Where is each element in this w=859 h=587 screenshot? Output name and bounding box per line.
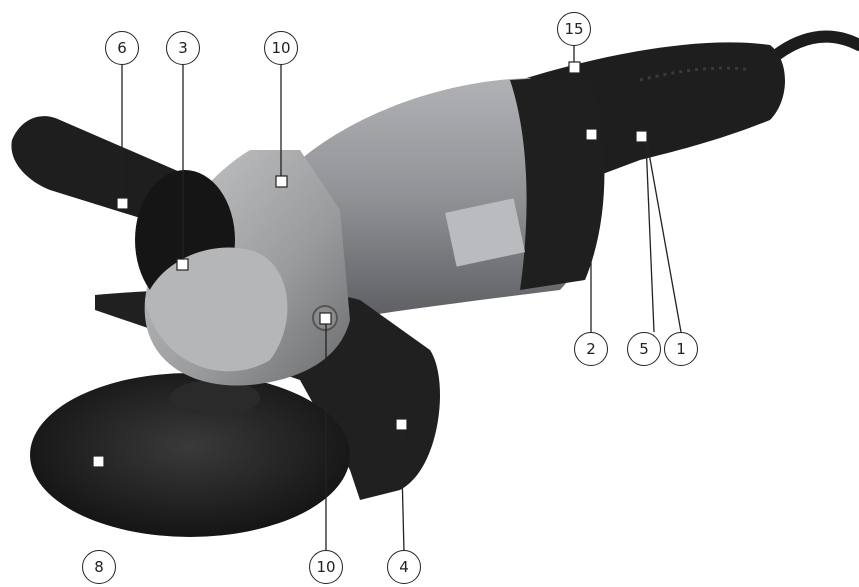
callout-15: 15	[557, 12, 591, 46]
callout-10-bottom: 10	[309, 550, 343, 584]
marker-3	[176, 258, 189, 271]
marker-10-bottom	[319, 312, 332, 325]
wheel-guard	[95, 289, 440, 500]
callout-2: 2	[574, 332, 608, 366]
switch-band	[510, 75, 605, 290]
callout-10-top: 10	[264, 31, 298, 65]
marker-1	[635, 130, 648, 143]
marker-6	[116, 197, 129, 210]
power-cord	[764, 30, 859, 66]
grinding-disc	[30, 373, 350, 537]
leader-lines	[121, 44, 682, 553]
callout-1: 1	[664, 332, 698, 366]
marker-10-top	[275, 175, 288, 188]
marker-4	[395, 418, 408, 431]
callout-5: 5	[627, 332, 661, 366]
rating-label	[445, 198, 526, 267]
marker-8	[92, 455, 105, 468]
leader-1	[646, 141, 682, 333]
callout-4: 4	[387, 550, 421, 584]
callout-3: 3	[166, 31, 200, 65]
gear-head-front	[145, 247, 288, 372]
leader-5	[645, 141, 655, 333]
callout-6: 6	[105, 31, 139, 65]
marker-2	[585, 128, 598, 141]
marker-15	[568, 61, 581, 74]
disc-hub	[170, 380, 260, 416]
callout-8: 8	[82, 550, 116, 584]
leader-4	[400, 429, 405, 553]
